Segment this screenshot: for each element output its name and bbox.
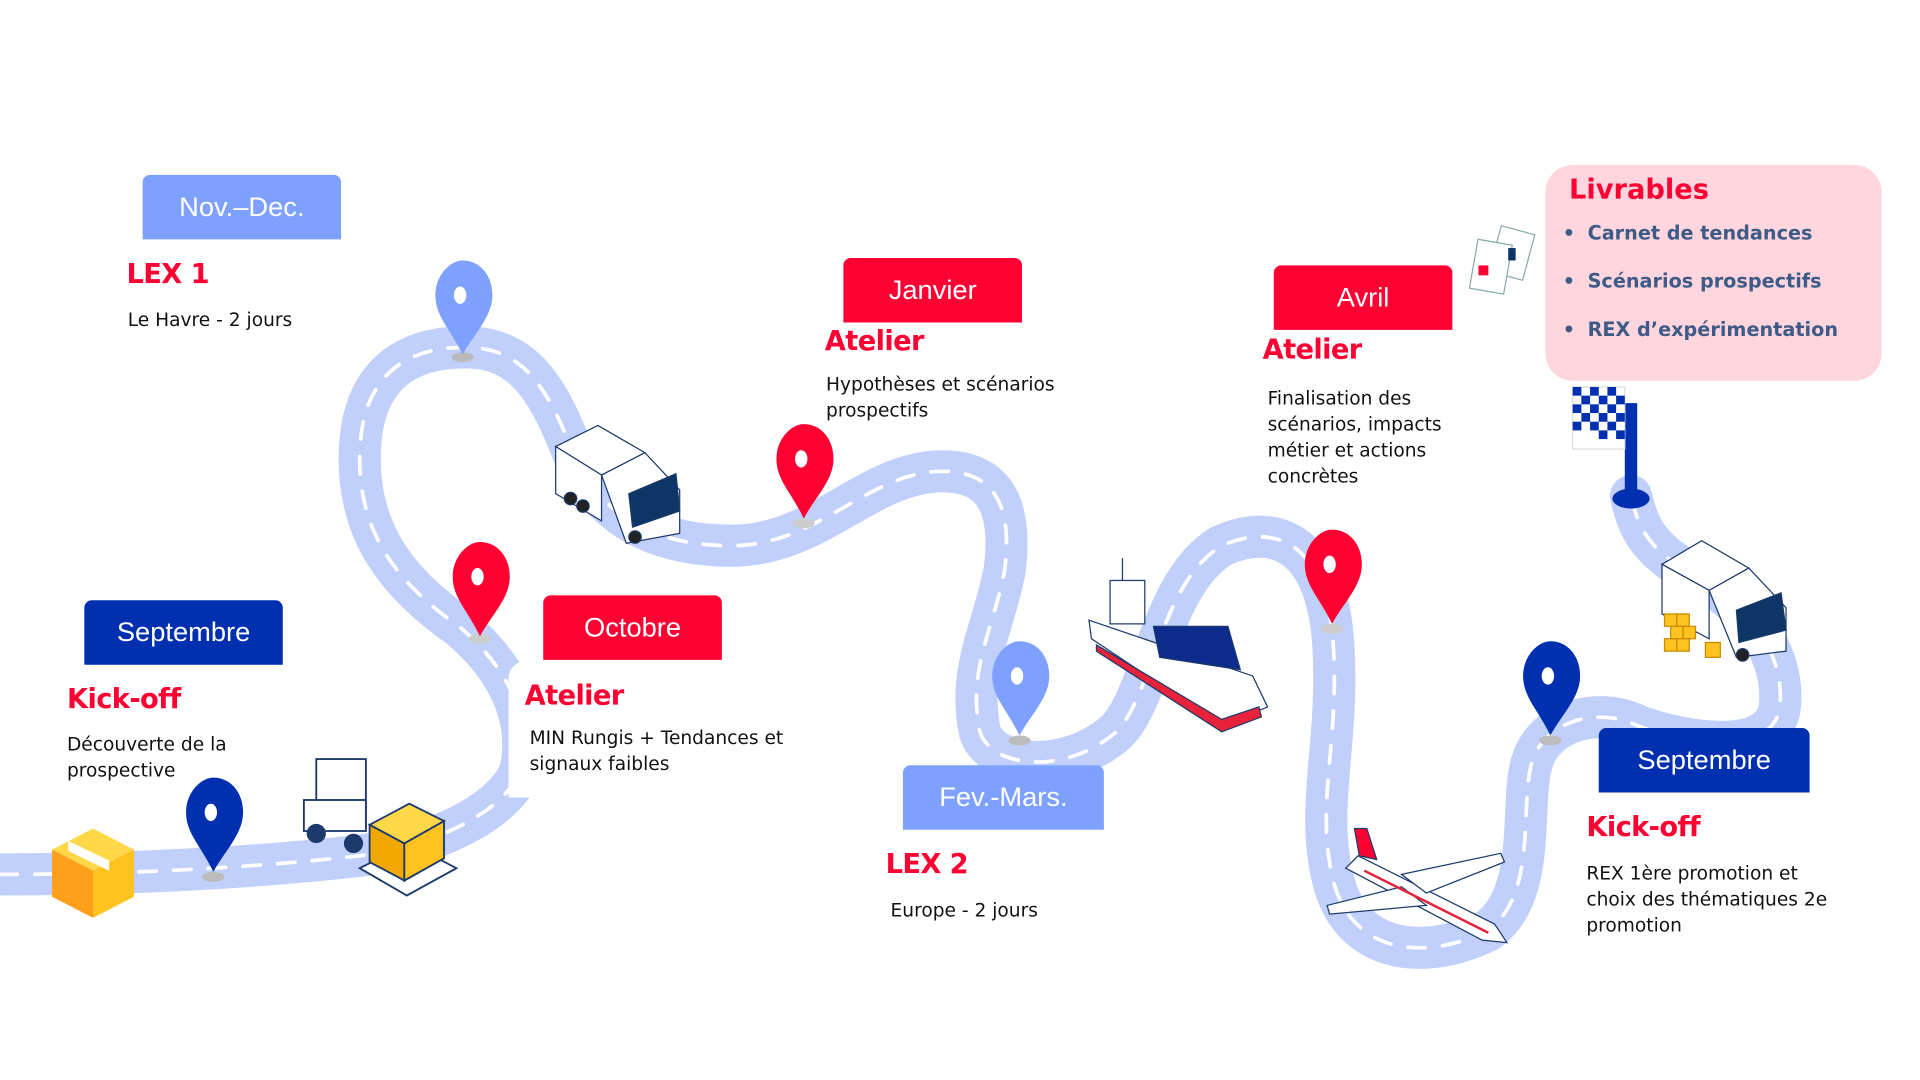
milestone-description: Le Havre - 2 jours bbox=[127, 308, 293, 332]
milestone-title: Kick-off bbox=[66, 684, 181, 716]
period-label-janvier: Janvier bbox=[843, 257, 1023, 323]
livrables-panel: Livrables •Carnet de tendances •Scénario… bbox=[1545, 164, 1882, 381]
milestone-description: MIN Rungis + Tendances et signaux faible… bbox=[529, 726, 784, 776]
pin-icon-light-blue-2 bbox=[992, 641, 1050, 746]
milestone-title: Atelier bbox=[1262, 334, 1363, 366]
pin-icon-dark-blue-2 bbox=[1523, 641, 1581, 746]
ship-icon bbox=[1088, 558, 1269, 733]
delivery-truck-icon bbox=[1660, 540, 1787, 662]
pin-icon-red-2 bbox=[776, 424, 834, 529]
list-item: •Scénarios prospectifs bbox=[1562, 270, 1822, 293]
airplane-icon bbox=[1326, 827, 1509, 944]
documents-icon bbox=[1468, 225, 1536, 295]
milestone-title: Kick-off bbox=[1586, 812, 1701, 844]
period-label-fev-mars: Fev.-Mars. bbox=[902, 765, 1104, 830]
milestone-description: Europe - 2 jours bbox=[890, 899, 1038, 922]
list-item: •REX d’expérimentation bbox=[1562, 318, 1839, 342]
period-label-septembre-2: Septembre bbox=[1598, 728, 1810, 793]
pin-icon-dark-blue-1 bbox=[186, 777, 244, 882]
pin-icon-red-3 bbox=[1304, 529, 1362, 634]
list-item: •Carnet de tendances bbox=[1562, 222, 1813, 245]
pin-icon-light-blue-1 bbox=[435, 260, 493, 363]
truck-icon bbox=[554, 424, 681, 544]
livrables-list: •Carnet de tendances •Scénarios prospect… bbox=[1563, 222, 1838, 367]
milestone-title: LEX 1 bbox=[126, 259, 210, 291]
milestone-description: Hypothèses et scénarios prospectifs bbox=[826, 373, 1055, 422]
livrables-title: Livrables bbox=[1568, 174, 1710, 206]
milestone-description: REX 1ère promotion et choix des thématiq… bbox=[1586, 862, 1828, 937]
period-label-octobre: Octobre bbox=[543, 595, 722, 660]
milestone-title: Atelier bbox=[824, 326, 925, 358]
period-label-avril: Avril bbox=[1273, 265, 1453, 330]
forklift-icon bbox=[302, 758, 459, 897]
milestone-description: Finalisation des scénarios, impacts méti… bbox=[1267, 386, 1442, 488]
period-label-septembre: Septembre bbox=[84, 600, 283, 665]
package-icon bbox=[52, 828, 134, 918]
text-backdrop bbox=[508, 661, 757, 798]
pin-icon-red-1 bbox=[452, 542, 510, 644]
period-label-nov-dec: Nov.–Dec. bbox=[142, 174, 342, 240]
finish-flag-icon bbox=[1572, 386, 1650, 509]
milestone-title: Atelier bbox=[524, 680, 625, 712]
milestone-title: LEX 2 bbox=[885, 849, 969, 881]
milestone-description: Découverte de la prospective bbox=[66, 733, 227, 782]
